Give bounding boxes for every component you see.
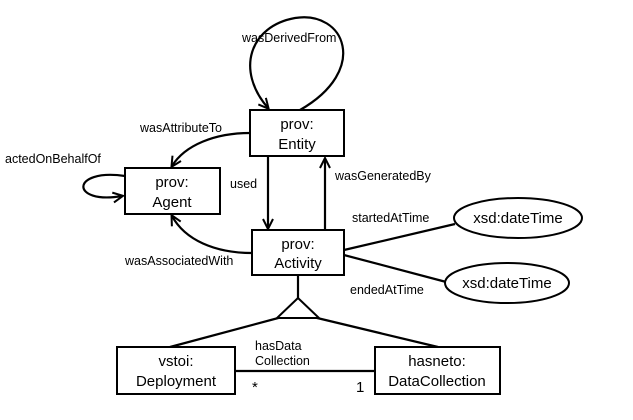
inheritance-to-deployment	[169, 315, 283, 349]
was-derived-from-label: wasDerivedFrom	[241, 31, 336, 45]
data-collection-node-line1: hasneto:	[408, 353, 466, 370]
activity-node-line2: Activity	[274, 255, 322, 272]
was-attributed-to-edge	[172, 131, 251, 166]
start-time-node-label: xsd:dateTime	[473, 210, 562, 227]
was-attributed-to-label: wasAttributeTo	[139, 121, 222, 135]
used-label: used	[230, 177, 257, 191]
was-derived-from-edge	[249, 16, 345, 111]
agent-node[interactable]: prov: Agent	[124, 167, 221, 215]
was-generated-by-label: wasGeneratedBy	[334, 169, 432, 183]
data-collection-node[interactable]: hasneto: DataCollection	[374, 346, 501, 395]
was-associated-with-label: wasAssociatedWith	[124, 254, 233, 268]
data-collection-multiplicity: 1	[356, 379, 364, 396]
entity-node[interactable]: prov: Entity	[249, 109, 345, 157]
activity-node[interactable]: prov: Activity	[251, 229, 345, 276]
inheritance-triangle	[274, 296, 322, 319]
started-at-time-edge	[343, 222, 456, 252]
acted-on-behalf-of-label: actedOnBehalfOf	[5, 152, 101, 166]
deployment-node[interactable]: vstoi: Deployment	[116, 346, 236, 395]
was-associated-with-edge	[172, 216, 253, 255]
deployment-multiplicity: *	[252, 379, 258, 396]
deployment-node-line2: Deployment	[136, 373, 217, 390]
started-at-time-label: startedAtTime	[352, 211, 429, 225]
start-time-node[interactable]: xsd:dateTime	[453, 197, 583, 239]
acted-on-behalf-of-edge	[82, 173, 126, 198]
entity-node-line1: prov:	[280, 116, 313, 133]
inheritance-to-data-collection	[312, 315, 439, 349]
entity-node-line2: Entity	[278, 136, 316, 153]
end-time-node-label: xsd:dateTime	[462, 275, 551, 292]
data-collection-node-line2: DataCollection	[388, 373, 486, 390]
has-data-collection-label-line1: hasData	[255, 339, 302, 353]
ended-at-time-edge	[343, 253, 451, 285]
end-time-node[interactable]: xsd:dateTime	[444, 262, 570, 304]
agent-node-line1: prov:	[155, 174, 188, 191]
ended-at-time-label: endedAtTime	[350, 283, 424, 297]
activity-node-line1: prov:	[281, 236, 314, 253]
has-data-collection-label-line2: Collection	[255, 354, 310, 368]
agent-node-line2: Agent	[152, 194, 192, 211]
deployment-node-line1: vstoi:	[158, 353, 193, 370]
